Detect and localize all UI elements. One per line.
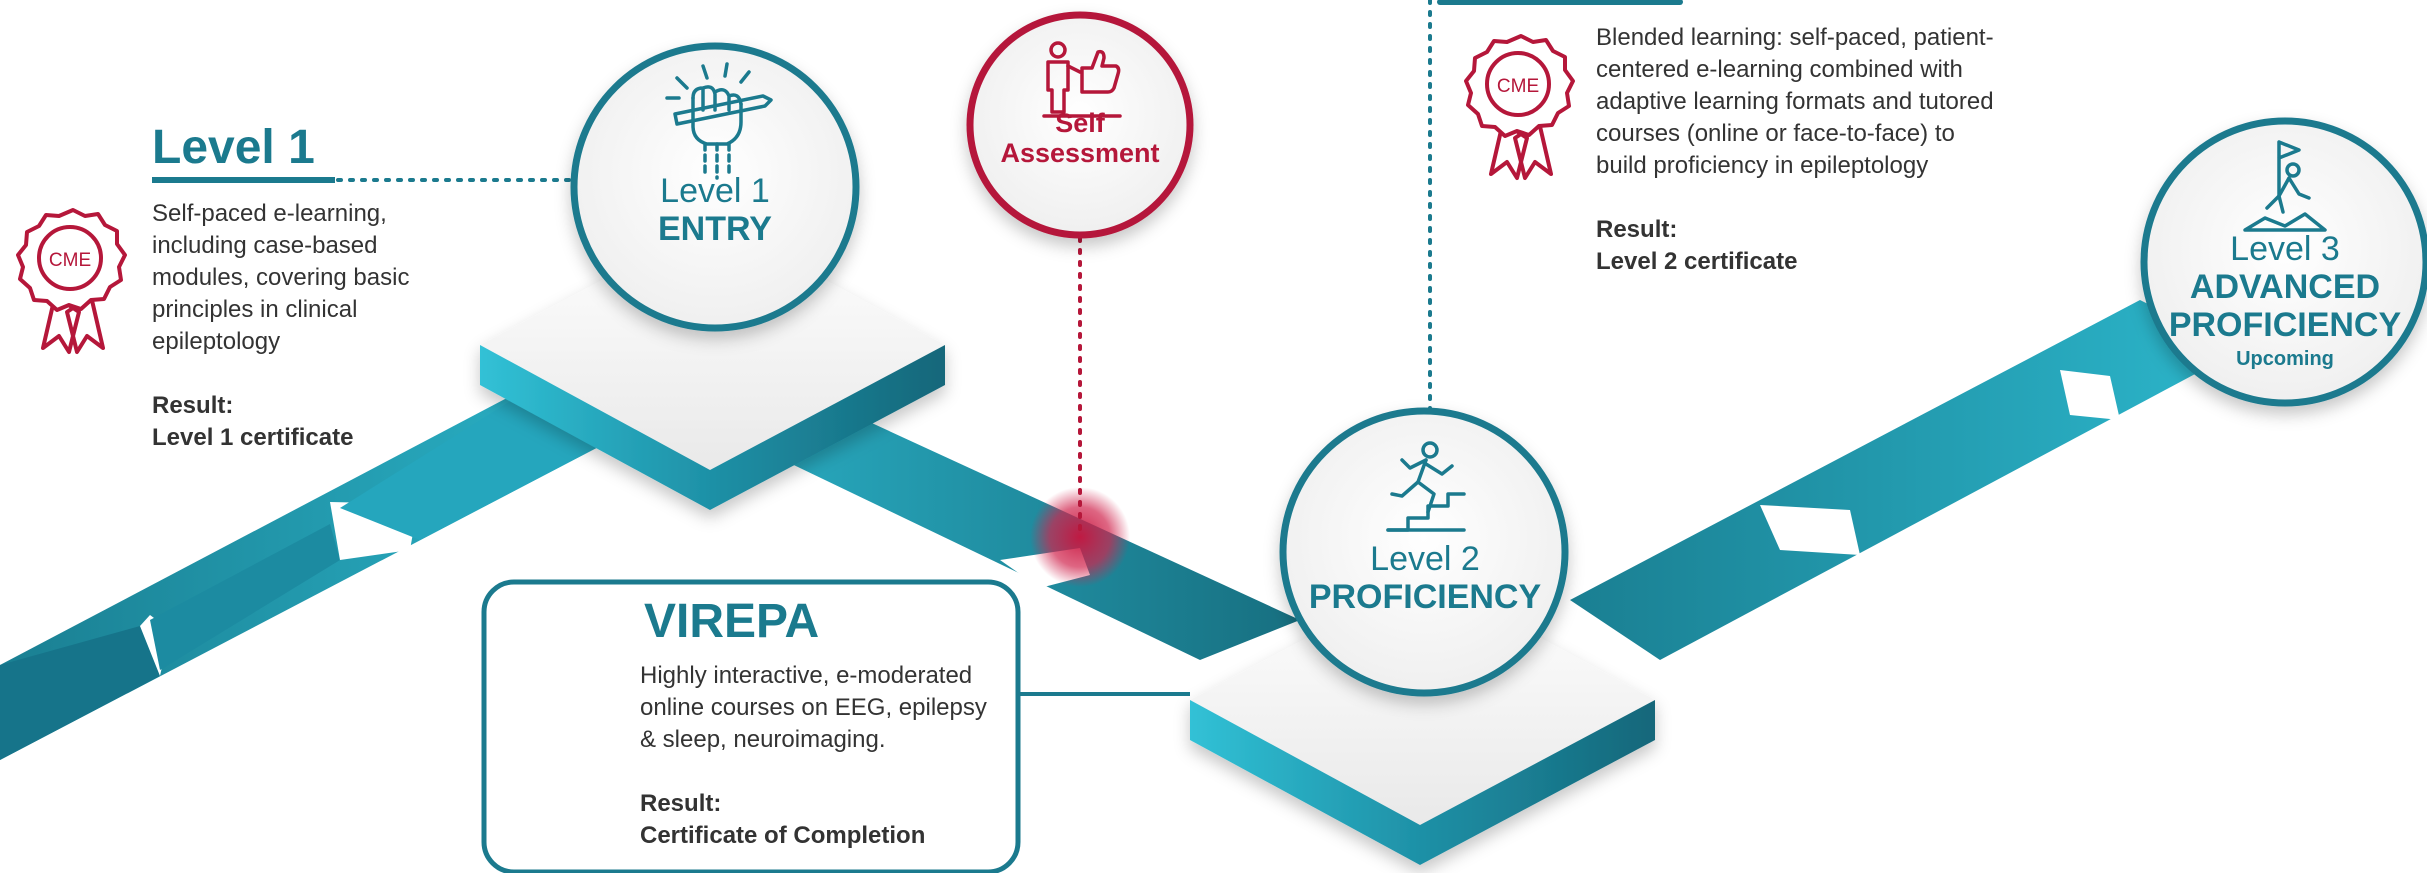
virepa-heading: VIREPA (644, 595, 820, 648)
level1-circle (570, 42, 860, 332)
level2-description: Blended learning: self-paced, patient-ce… (1596, 24, 1994, 179)
level3-circle-label: Level 3 ADVANCED PROFICIENCY Upcoming (2160, 230, 2410, 374)
level2-description-block: Blended learning: self-paced, patient-ce… (1596, 22, 1996, 278)
virepa-box (481, 579, 1021, 873)
self-assessment-line1: Self (1055, 108, 1105, 138)
virepa-description: Highly interactive, e-moderated online c… (640, 662, 987, 753)
svg-text:CME: CME (49, 250, 91, 271)
level3-circle-status: Upcoming (2236, 348, 2334, 370)
level3-circle-name-2: PROFICIENCY (2168, 306, 2402, 344)
level2-circle (1279, 407, 1569, 697)
level2-result-label: Result: (1596, 216, 1678, 243)
level1-circle-name: ENTRY (658, 210, 772, 248)
person-thumbs-up-icon (1042, 41, 1122, 118)
level1-circle-label: Level 1 ENTRY (600, 172, 830, 248)
level1-platform (480, 220, 945, 510)
dotted-connectors (336, 0, 1683, 539)
self-assessment-label: Self Assessment (980, 108, 1180, 168)
level1-description: Self-paced e-learning, including case-ba… (152, 200, 410, 355)
level3-circle (2140, 117, 2427, 407)
cme-badge-level1: CME (16, 208, 127, 354)
level2-circle-level: Level 2 (1370, 540, 1480, 578)
cme-badge-level2: CME (1464, 34, 1575, 180)
person-planting-flag-icon (2243, 140, 2327, 232)
level1-result-value: Level 1 certificate (152, 424, 354, 451)
virepa-description-block: Highly interactive, e-moderated online c… (640, 660, 1005, 852)
virepa-result-label: Result: (640, 790, 722, 817)
svg-text:CME: CME (1497, 76, 1539, 97)
level3-circle-name-1: ADVANCED (2189, 268, 2381, 306)
level1-heading: Level 1 (152, 121, 315, 174)
level1-circle-level: Level 1 (660, 172, 770, 210)
self-assessment-marker (1030, 487, 1130, 587)
person-climbing-steps-icon (1386, 441, 1466, 532)
virepa-result-value: Certificate of Completion (640, 822, 926, 849)
level2-circle-name: PROFICIENCY (1308, 578, 1542, 616)
self-assessment-circle (966, 11, 1194, 239)
level3-circle-level: Level 3 (2230, 230, 2340, 268)
raised-fist-with-pen-icon (665, 62, 773, 180)
self-assessment-line2: Assessment (1000, 138, 1160, 168)
level2-result-value: Level 2 certificate (1596, 248, 1798, 275)
level2-circle-label: Level 2 PROFICIENCY (1300, 540, 1550, 616)
pathway-ribbon (0, 300, 2240, 760)
level1-result-label: Result: (152, 392, 234, 419)
level1-description-block: Self-paced e-learning, including case-ba… (152, 198, 422, 454)
